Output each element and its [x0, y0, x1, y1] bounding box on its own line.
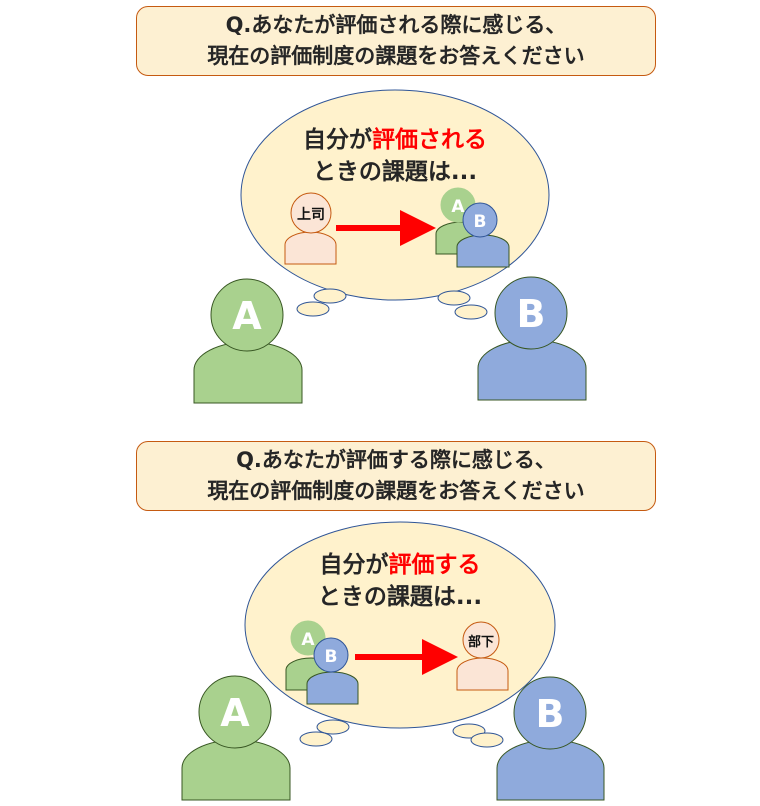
bubble-text-2: 自分が評価する ときの課題は... [200, 549, 600, 613]
svg-text:上司: 上司 [297, 207, 325, 223]
svg-text:A: A [301, 630, 315, 650]
person-a-icon: A [193, 278, 303, 404]
bubble-text-1: 自分が評価される ときの課題は... [195, 124, 595, 188]
person-b-icon: B [496, 676, 605, 801]
bubble-line2: ときの課題は... [317, 584, 483, 610]
svg-text:A: A [451, 197, 465, 217]
subordinate-icon: 部下 [456, 621, 509, 691]
bubble-line2: ときの課題は... [312, 159, 478, 185]
bubble-highlight: 評価される [372, 127, 487, 153]
bubble-prefix: 自分が [319, 552, 389, 578]
question-box-1: Q.あなたが評価される際に感じる、 現在の評価制度の課題をお答えください [136, 6, 656, 76]
svg-text:B: B [325, 647, 338, 667]
svg-text:B: B [536, 692, 565, 736]
svg-text:B: B [517, 292, 546, 336]
small-person-b-icon: B [456, 202, 510, 268]
person-a-icon: A [181, 675, 291, 801]
svg-text:A: A [232, 294, 262, 338]
svg-text:A: A [220, 691, 250, 735]
bubble-prefix: 自分が [303, 127, 372, 153]
question-line: 現在の評価制度の課題をお答えください [207, 479, 585, 503]
boss-icon: 上司 [284, 192, 337, 265]
question-box-2: Q.あなたが評価する際に感じる、 現在の評価制度の課題をお答えください [136, 441, 656, 511]
question-line: Q.あなたが評価される際に感じる、 [225, 13, 567, 37]
bubble-highlight: 評価する [388, 552, 481, 578]
question-line: Q.あなたが評価する際に感じる、 [236, 448, 556, 472]
small-person-b-icon: B [306, 637, 359, 705]
person-b-icon: B [477, 276, 587, 401]
question-line: 現在の評価制度の課題をお答えください [207, 44, 585, 68]
svg-text:B: B [474, 212, 487, 232]
svg-text:部下: 部下 [468, 634, 494, 650]
